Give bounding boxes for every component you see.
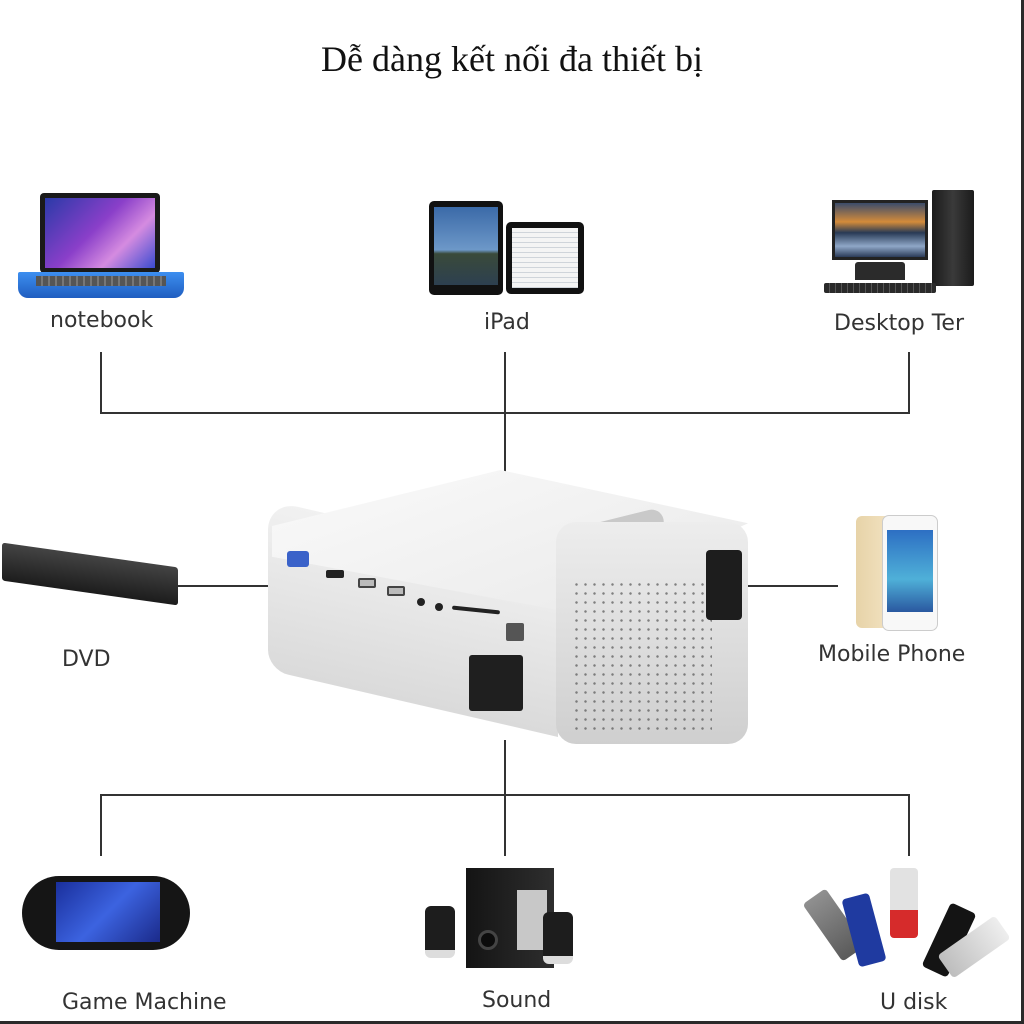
usb-port-icon bbox=[358, 578, 376, 588]
connector-bottom-stem bbox=[504, 740, 506, 856]
ir-sensor-icon bbox=[506, 623, 524, 641]
vga-port-icon bbox=[287, 551, 309, 567]
device-label-udisk: U disk bbox=[880, 990, 948, 1015]
smartphone-icon bbox=[882, 515, 938, 631]
connector-dvd bbox=[165, 585, 275, 587]
pc-tower-icon bbox=[932, 190, 974, 286]
connector-udisk bbox=[908, 794, 910, 856]
device-label-game: Game Machine bbox=[62, 990, 227, 1015]
tablet-icon bbox=[429, 201, 503, 295]
keyboard-icon bbox=[824, 283, 936, 293]
connector-top-bus bbox=[100, 412, 910, 414]
speaker-icon bbox=[543, 912, 573, 964]
connector-notebook bbox=[100, 352, 102, 413]
connector-mobile bbox=[746, 585, 838, 587]
lens-icon bbox=[706, 550, 742, 620]
power-socket-icon bbox=[469, 655, 523, 711]
usb-port-icon bbox=[387, 586, 405, 596]
vent-grille bbox=[572, 580, 712, 730]
monitor-icon bbox=[832, 200, 928, 260]
audio-jack-icon bbox=[435, 603, 443, 611]
speaker-icon bbox=[425, 906, 455, 958]
device-label-ipad: iPad bbox=[484, 310, 530, 335]
connector-game bbox=[100, 794, 102, 856]
diagram-title: Dễ dàng kết nối đa thiết bị bbox=[321, 39, 703, 79]
connector-desktop bbox=[908, 352, 910, 413]
device-label-notebook: notebook bbox=[50, 308, 154, 333]
hdmi-port-icon bbox=[326, 570, 344, 578]
device-label-mobile: Mobile Phone bbox=[818, 642, 966, 667]
tablet-landscape-icon bbox=[506, 222, 584, 294]
usb-drive-icon bbox=[890, 868, 918, 938]
av-jack-icon bbox=[417, 598, 425, 606]
device-label-desktop: Desktop Ter bbox=[834, 311, 965, 336]
device-label-sound: Sound bbox=[482, 988, 552, 1013]
connector-bottom-bus bbox=[100, 794, 910, 796]
device-label-dvd: DVD bbox=[62, 647, 111, 672]
laptop-icon bbox=[40, 193, 160, 273]
